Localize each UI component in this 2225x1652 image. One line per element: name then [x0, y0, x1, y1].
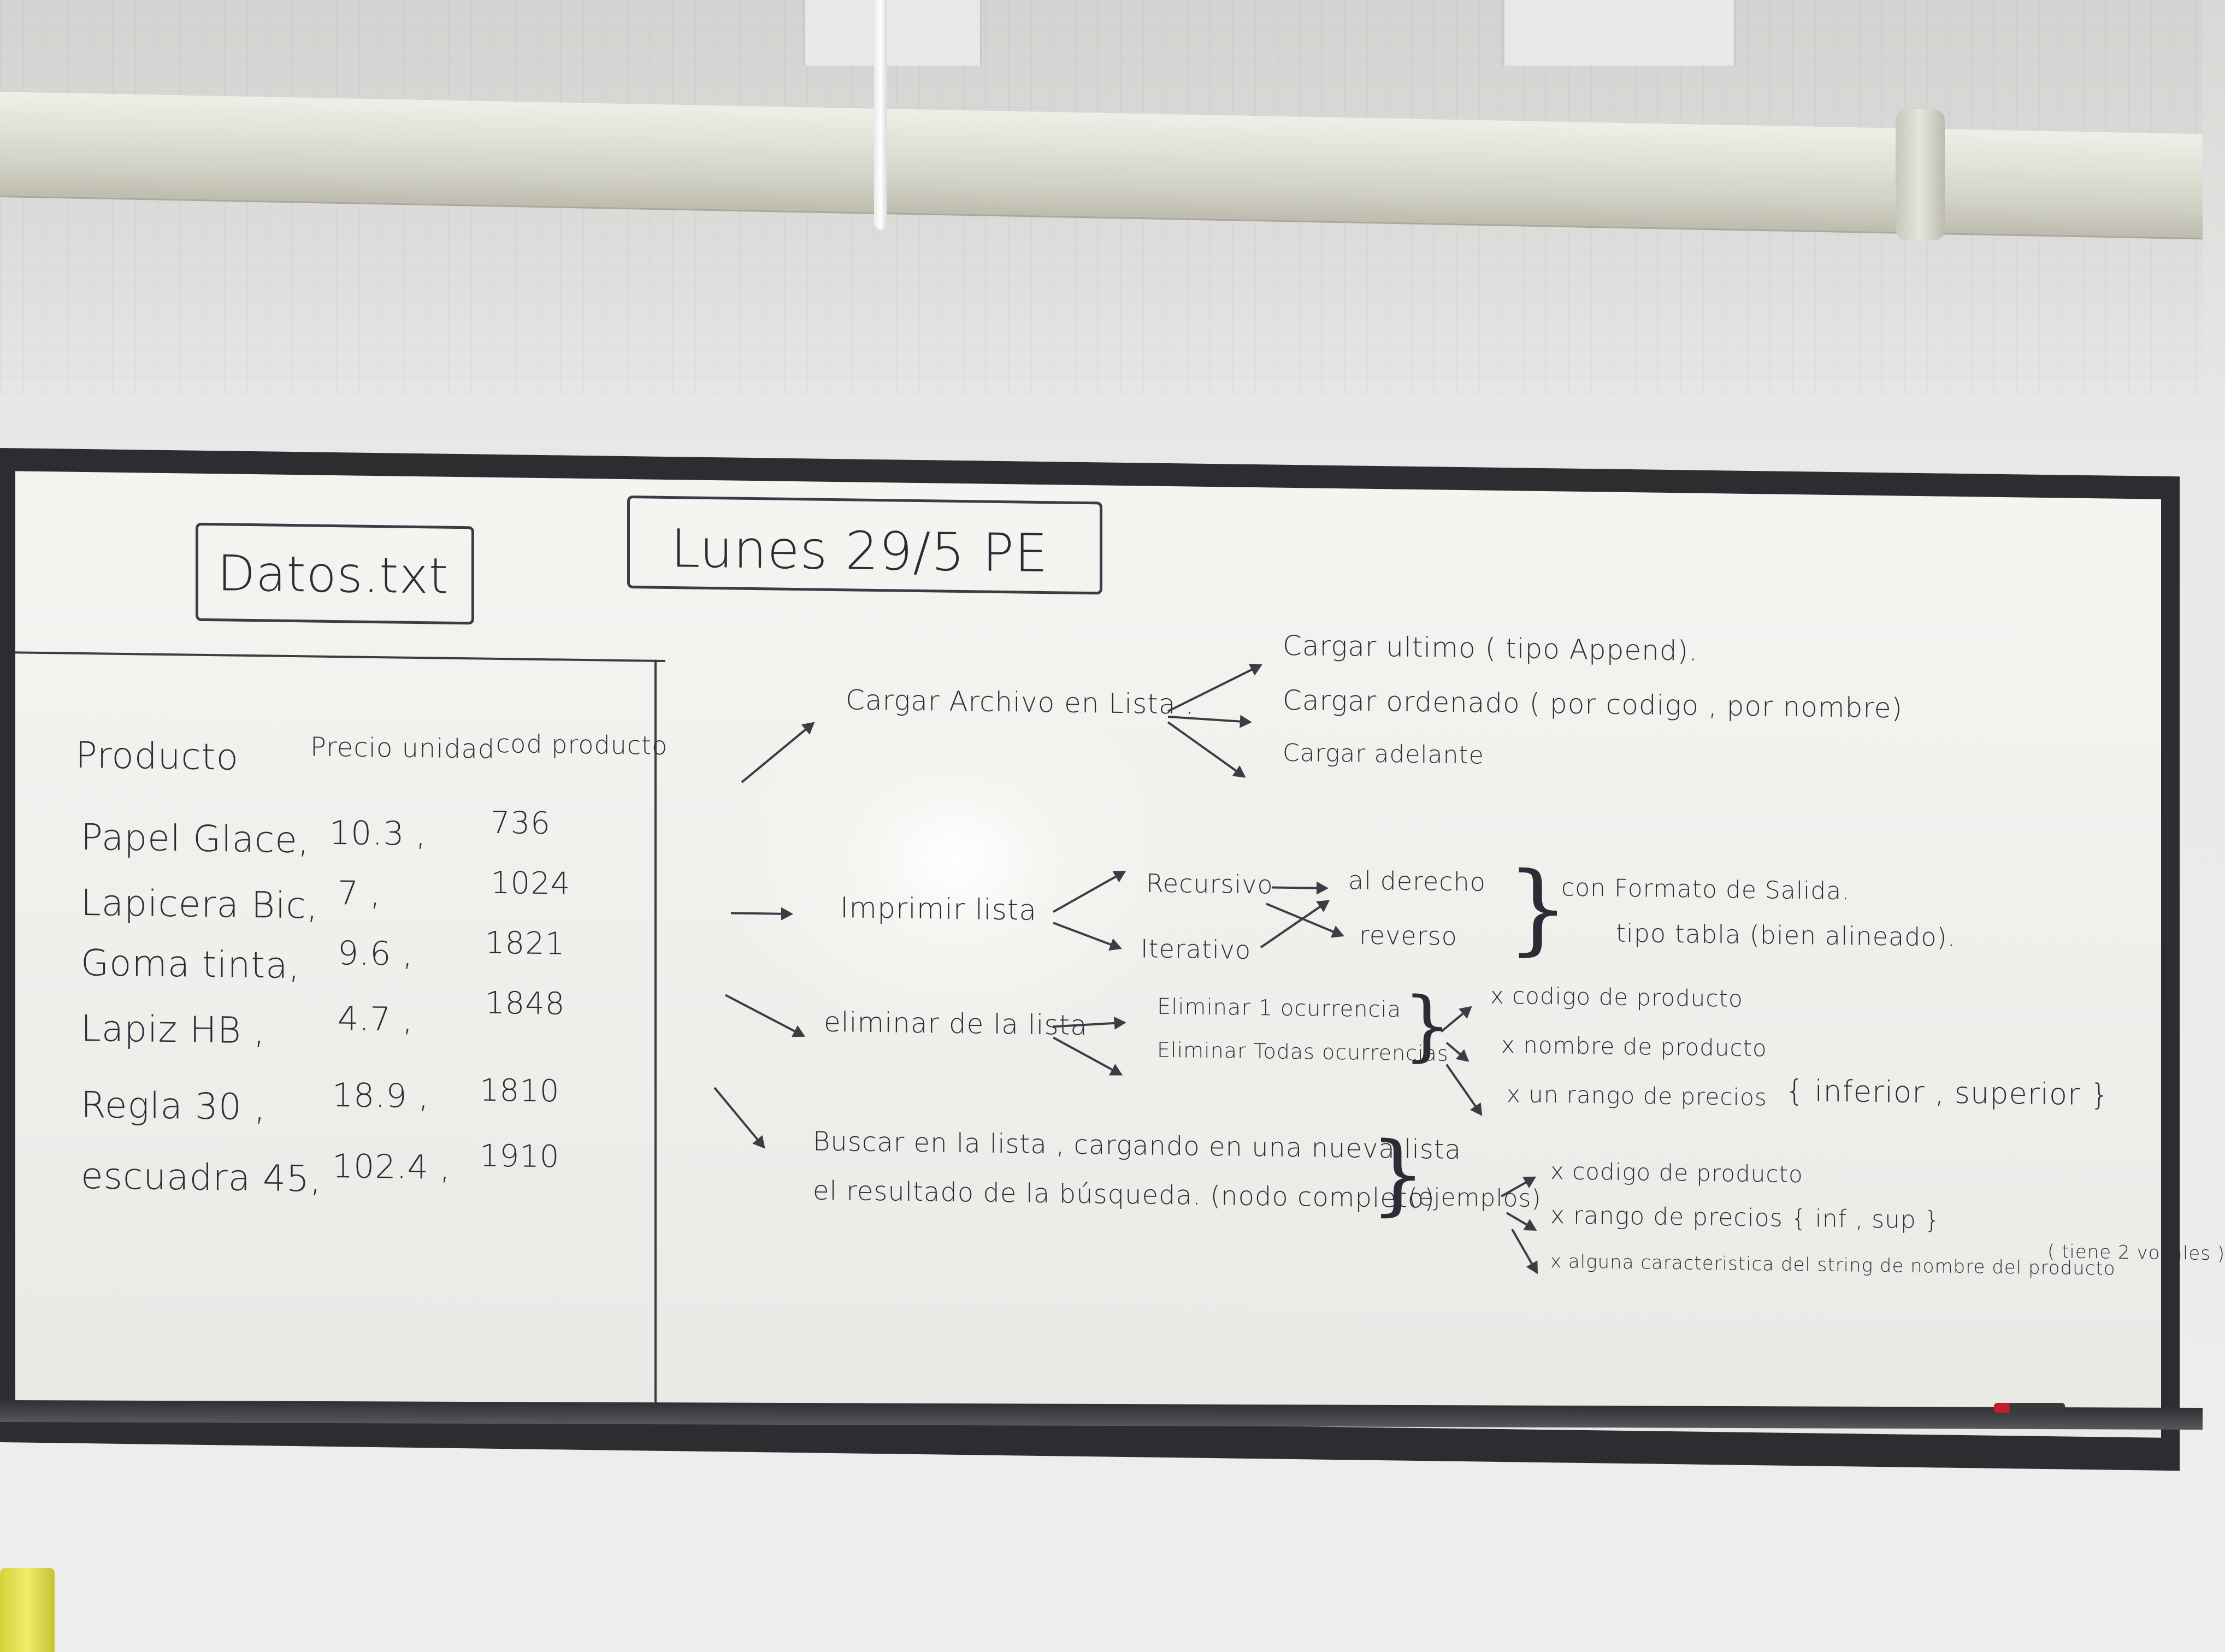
delete-criteria-arrow: [1445, 1064, 1482, 1115]
table-header-code: cod producto: [496, 728, 668, 761]
search-arrow: [713, 1087, 765, 1148]
whiteboard: Lunes 29/5 PE Datos.txt Producto Precio …: [15, 471, 2225, 1438]
board-title: Lunes 29/5 PE: [671, 518, 1048, 585]
delete-arrow: [725, 994, 804, 1037]
print-format: tipo tabla (bien alineado).: [1616, 918, 1956, 952]
load-option: Cargar adelante: [1283, 739, 1484, 770]
table-row: Goma tinta, 9.6 , 1821: [15, 471, 2161, 987]
print-direction: al derecho: [1348, 865, 1486, 897]
row-product: Papel Glace,: [81, 816, 310, 862]
ceiling-beam: [1502, 0, 1736, 66]
table-row: Lapicera Bic, 7 , 1024: [15, 471, 2161, 927]
table-row: Regla 30 , 18.9 , 1810: [15, 471, 2161, 1128]
delete-option: Eliminar 1 ocurrencia: [1157, 994, 1402, 1023]
marker: [1994, 1403, 2065, 1413]
print-method-arrow: [1053, 922, 1120, 949]
table-row: Lapiz HB , 4.7 , 1848: [15, 471, 2161, 1052]
load-option: Cargar ordenado ( por codigo , por nombr…: [1283, 684, 1903, 724]
print-method: Recursivo: [1146, 868, 1273, 900]
print-method-arrow: [1053, 871, 1125, 913]
delete-price-range: { inferior , superior }: [1785, 1073, 2110, 1112]
row-price: 7 ,: [338, 874, 381, 913]
print-arrow: [731, 912, 791, 915]
delete-criterion: x nombre de producto: [1501, 1031, 1767, 1062]
hanging-cable: [874, 0, 887, 229]
table-header-product: Producto: [75, 734, 239, 778]
row-code: 1821: [485, 925, 565, 962]
table-row: escuadra 45, 102.4 , 1910: [15, 471, 2161, 1200]
row-price: 4.7 ,: [338, 1000, 414, 1039]
delete-criterion: x codigo de producto: [1490, 982, 1743, 1012]
print-direction-arrow: [1266, 902, 1343, 937]
row-price: 102.4 ,: [332, 1147, 451, 1187]
load-main: Cargar Archivo en Lista .: [846, 684, 1195, 721]
search-line: el resultado de la búsqueda. (nodo compl…: [813, 1175, 1435, 1214]
print-direction-arrow: [1272, 886, 1326, 889]
whiteboard-frame: Lunes 29/5 PE Datos.txt Producto Precio …: [0, 448, 2225, 1471]
load-option-arrow: [1167, 721, 1245, 777]
row-price: 10.3 ,: [329, 813, 427, 854]
load-option: Cargar ultimo ( tipo Append).: [1283, 629, 1698, 667]
search-line: Buscar en la lista , cargando en una nue…: [813, 1126, 1462, 1166]
row-product: Regla 30 ,: [81, 1083, 266, 1129]
row-product: Goma tinta,: [81, 941, 300, 987]
pipe-clamp: [1896, 109, 1945, 240]
print-brace: }: [1507, 851, 1569, 966]
table-top-line: [15, 651, 665, 662]
print-format: con Formato de Salida.: [1561, 874, 1850, 906]
table-row: Papel Glace, 10.3 , 736: [15, 471, 2161, 862]
load-arrow: [741, 722, 814, 783]
yellow-can: [0, 1568, 55, 1652]
search-note: ( tiene 2 vocales ): [2047, 1241, 2225, 1265]
delete-criterion: x un rango de precios: [1507, 1081, 1767, 1111]
row-product: Lapicera Bic,: [81, 881, 318, 927]
row-price: 18.9 ,: [332, 1076, 429, 1116]
row-code: 1810: [480, 1072, 560, 1110]
search-criterion: x codigo de producto: [1550, 1158, 1803, 1188]
search-examples-label: (ejemplos): [1408, 1183, 1542, 1213]
delete-brace: }: [1403, 981, 1452, 1071]
delete-option-arrow: [1053, 1036, 1122, 1076]
row-code: 736: [491, 805, 551, 842]
print-main: Imprimir lista: [840, 892, 1037, 927]
search-criterion: x alguna caracteristica del string de no…: [1550, 1250, 2116, 1280]
table-header-price: Precio unidad: [310, 731, 495, 765]
file-name: Datos.txt: [217, 545, 449, 605]
row-code: 1910: [480, 1138, 560, 1175]
row-product: escuadra 45,: [81, 1154, 322, 1200]
row-product: Lapiz HB ,: [81, 1007, 265, 1052]
table-right-line: [654, 659, 657, 1414]
ceiling-beam: [803, 0, 982, 66]
row-price: 9.6 ,: [338, 934, 414, 974]
search-criteria-arrow: [1506, 1212, 1536, 1231]
delete-main: eliminar de la lista: [824, 1006, 1088, 1042]
row-code: 1848: [485, 985, 565, 1022]
print-method: Iterativo: [1141, 934, 1252, 965]
row-code: 1024: [491, 865, 571, 902]
search-criterion: x rango de precios { inf , sup }: [1550, 1201, 1940, 1235]
print-direction: reverso: [1359, 920, 1457, 951]
